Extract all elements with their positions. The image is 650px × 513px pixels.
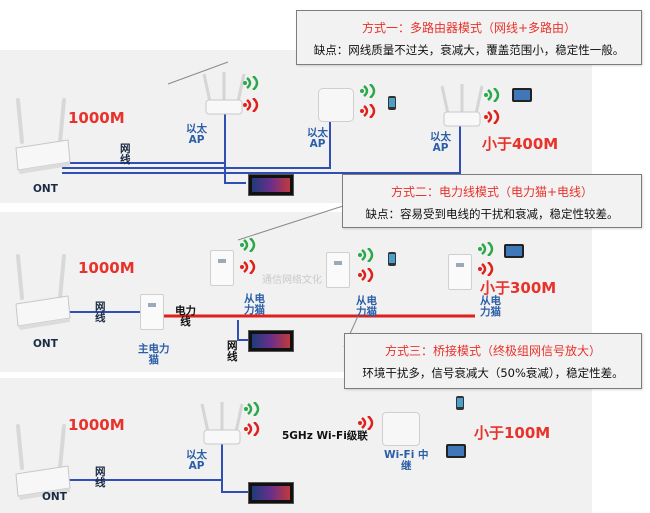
ont-label: ONT [33, 338, 58, 350]
wifi-signal-icon [484, 88, 500, 102]
wifi-signal-icon [484, 110, 500, 124]
callout-mode-3-desc: 环境干扰多，信号衰减大（50%衰减），稳定性差。 [362, 366, 624, 380]
section-1-cables [62, 112, 461, 184]
wifi-signal-icon [243, 98, 259, 112]
callout-mode-2: 方式二：电力线模式（电力猫+电线） 缺点：容易受到电线的干扰和衰减，稳定性较差。 [342, 174, 642, 228]
slave-plc-c-icon [448, 254, 472, 290]
wifi-signal-icon [478, 262, 494, 276]
watermark-text: 通信网络文化 [262, 275, 322, 286]
speed-out-label: 小于100M [474, 424, 551, 442]
tv-icon [248, 174, 294, 196]
ont-router-icon [15, 424, 71, 500]
ont-router-icon [15, 254, 71, 330]
tablet-icon [446, 444, 466, 458]
ap-cube-b-icon [318, 88, 354, 122]
ap-label-a: 以太 AP [186, 123, 207, 146]
speed-in-label: 1000M [78, 259, 135, 277]
speed-out-label: 小于300M [480, 279, 557, 297]
wifi-signal-icon [243, 76, 259, 90]
ap-label-b: 以太 AP [307, 127, 328, 150]
cable-label-1: 网 线 [120, 144, 131, 166]
ont-label: ONT [42, 491, 67, 503]
phone-icon [388, 252, 396, 266]
tablet-icon [504, 244, 524, 258]
ap-router-a-icon [202, 72, 246, 115]
callout-mode-3: 方式三：桥接模式（终极组网信号放大） 环境干扰多，信号衰减大（50%衰减），稳定… [344, 333, 642, 389]
speed-out-label: 小于400M [482, 135, 559, 153]
master-plc-label: 主电力 猫 [138, 343, 170, 366]
cable-label-3: 网 线 [95, 466, 106, 489]
cable-label-line-1: 网 [120, 143, 131, 155]
wifi-signal-icon [360, 104, 376, 118]
callout-mode-2-title: 方式二：电力线模式（电力猫+电线） [390, 185, 594, 199]
callout-mode-3-title: 方式三：桥接模式（终极组网信号放大） [384, 344, 601, 358]
cable-label-tv: 网 线 [227, 340, 238, 363]
wifi-signal-icon [240, 260, 256, 274]
wifi-repeater-icon [382, 412, 420, 446]
section-3-band [0, 378, 592, 513]
wifi-signal-icon [358, 248, 374, 262]
callout-mode-1-title: 方式一：多路由器模式（网线+多路由） [361, 21, 577, 35]
power-line-label: 电力 线 [175, 305, 196, 328]
ap-router-icon [200, 402, 244, 445]
callout-mode-2-desc: 缺点：容易受到电线的干扰和衰减，稳定性较差。 [365, 207, 619, 221]
cable-label-2: 网 线 [95, 301, 106, 324]
tv-icon [248, 330, 294, 352]
wifi-signal-icon [360, 84, 376, 98]
cable-label-line-2: 线 [120, 154, 131, 166]
master-plc-icon [140, 294, 164, 330]
wifi-signal-icon [240, 238, 256, 252]
ont-label: ONT [33, 183, 58, 195]
slave-plc-a-icon [210, 250, 234, 286]
wifi-signal-icon [358, 268, 374, 282]
tablet-icon [512, 88, 532, 102]
callout-mode-1: 方式一：多路由器模式（网线+多路由） 缺点：网线质量不过关，衰减大，覆盖范围小，… [296, 10, 642, 65]
slave-plc-b-icon [326, 252, 350, 288]
phone-icon [388, 96, 396, 110]
ont-router-icon [15, 98, 71, 174]
wifi-signal-icon [358, 416, 374, 430]
slave-plc-b-label: 从电 力猫 [356, 295, 377, 318]
wifi-signal-icon [478, 242, 494, 256]
speed-in-label: 1000M [68, 109, 125, 127]
callout-mode-1-desc: 缺点：网线质量不过关，衰减大，覆盖范围小，稳定性一般。 [313, 43, 625, 57]
phone-icon [456, 396, 464, 410]
wifi-signal-icon [244, 402, 260, 416]
slave-plc-c-label: 从电 力猫 [480, 295, 501, 318]
ap-label-c: 以太 AP [430, 131, 451, 154]
slave-plc-a-label: 从电 力猫 [244, 293, 265, 316]
ap-label: 以太 AP [186, 449, 207, 472]
wifi-repeater-label: Wi-Fi 中 继 [384, 449, 429, 472]
wifi-cascade-label: 5GHz Wi-Fi级联 [282, 430, 368, 442]
wifi-signal-icon [244, 422, 260, 436]
tv-icon [248, 482, 294, 504]
ap-router-c-icon [440, 84, 484, 127]
speed-in-label: 1000M [68, 416, 125, 434]
